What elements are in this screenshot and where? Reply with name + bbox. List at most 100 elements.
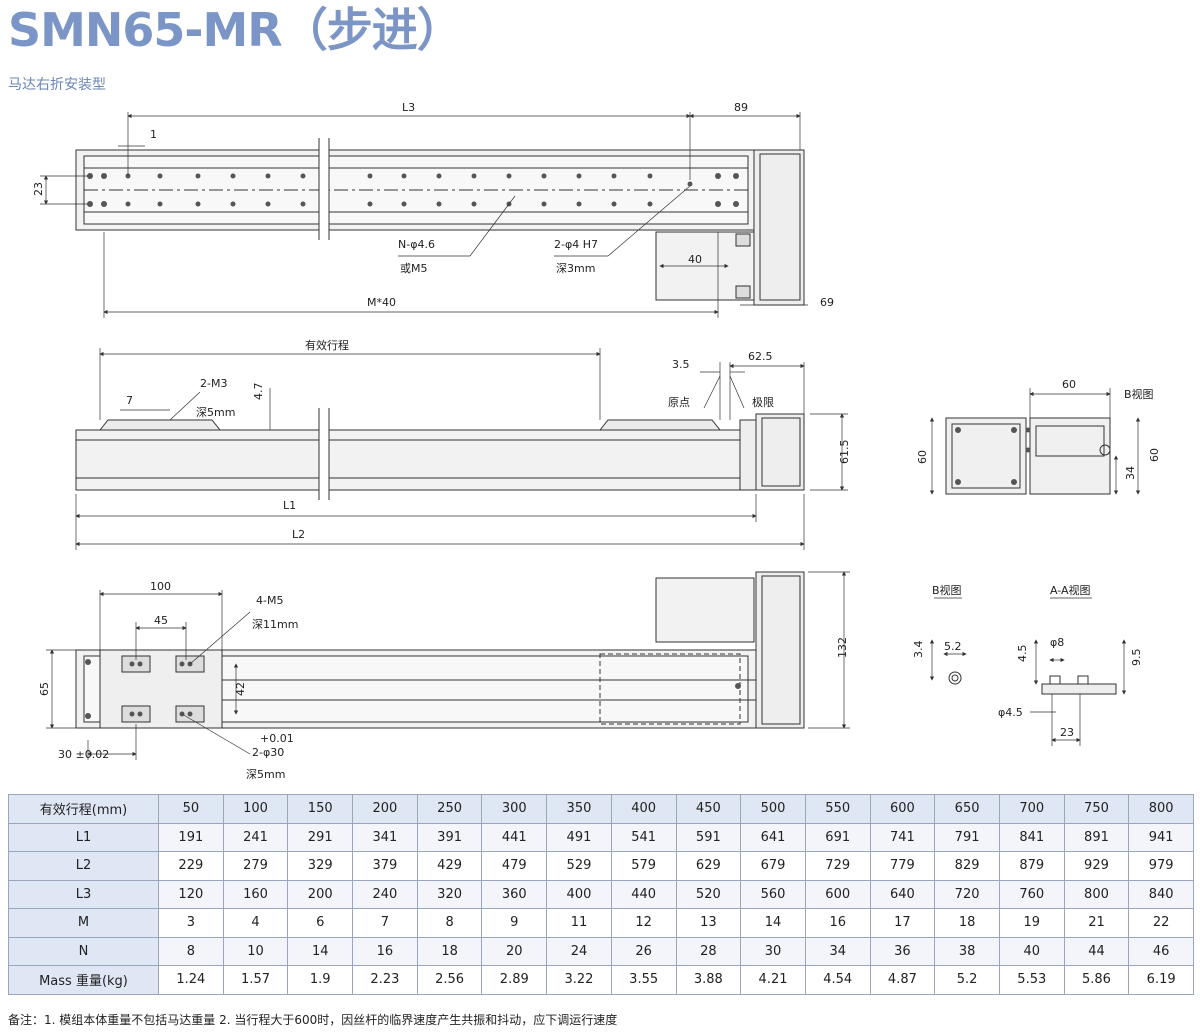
svg-text:M*40: M*40	[367, 296, 396, 309]
table-header-cell: 100	[222, 794, 289, 824]
table-cell: 8	[416, 908, 483, 938]
table-cell: 729	[804, 851, 871, 881]
svg-text:2-φ4 H7: 2-φ4 H7	[554, 238, 598, 251]
table-cell: 529	[546, 851, 612, 881]
page-title: SMN65-MR（步进）	[8, 3, 463, 57]
table-cell: 18	[934, 908, 1000, 938]
table-cell: 13	[675, 908, 742, 938]
table-cell: 20	[481, 936, 548, 966]
table-cell: 3	[158, 908, 224, 938]
table-cell: 429	[416, 851, 483, 881]
detail-views	[929, 597, 1127, 746]
table-cell: 12	[610, 908, 677, 938]
table-cell: 929	[1063, 851, 1130, 881]
table-cell: 3.88	[675, 965, 742, 995]
svg-text:34: 34	[1124, 466, 1137, 480]
svg-text:3.4: 3.4	[912, 641, 925, 659]
top-view-labels: L3 89 1 23 N-φ4.6 或M5 2-φ4 H7 深3mm 40 M*…	[32, 101, 834, 309]
table-header-cell: 150	[287, 794, 354, 824]
table-row-label: N	[8, 936, 159, 966]
table-cell: 18	[416, 936, 483, 966]
svg-text:1: 1	[150, 128, 157, 141]
table-cell: 3.22	[546, 965, 612, 995]
technical-drawing: L3 89 1 23 N-φ4.6 或M5 2-φ4 H7 深3mm 40 M*…	[32, 101, 1161, 781]
table-cell: 279	[222, 851, 289, 881]
table-cell: 329	[287, 851, 354, 881]
table-cell: 629	[675, 851, 742, 881]
svg-text:60: 60	[916, 450, 929, 464]
table-cell: 4	[222, 908, 289, 938]
svg-text:φ8: φ8	[1050, 636, 1064, 649]
svg-text:61.5: 61.5	[838, 440, 851, 465]
table-cell: 891	[1063, 822, 1130, 852]
svg-text:极限: 极限	[752, 395, 774, 409]
table-header-cell: 750	[1063, 794, 1130, 824]
table-cell: 479	[481, 851, 548, 881]
svg-text:3.5: 3.5	[672, 358, 690, 371]
table-cell: 44	[1063, 936, 1130, 966]
table-cell: 291	[287, 822, 354, 852]
table-cell: 200	[287, 879, 354, 909]
svg-text:深3mm: 深3mm	[556, 262, 595, 275]
table-cell: 241	[222, 822, 289, 852]
table-row-label: L1	[8, 822, 159, 852]
table-row-label: Mass 重量(kg)	[8, 965, 159, 995]
table-cell: 941	[1128, 822, 1194, 852]
table-header-cell: 600	[869, 794, 936, 824]
table-cell: 40	[998, 936, 1065, 966]
table-cell: 26	[610, 936, 677, 966]
svg-text:89: 89	[734, 101, 748, 114]
table-cell: 979	[1128, 851, 1194, 881]
svg-text:A-A视图: A-A视图	[1050, 583, 1091, 597]
svg-text:B视图: B视图	[932, 583, 962, 597]
table-header-cell: 450	[675, 794, 742, 824]
svg-text:7: 7	[126, 394, 133, 407]
table-header-cell: 650	[934, 794, 1000, 824]
table-cell: 829	[934, 851, 1000, 881]
table-header-cell: 50	[158, 794, 224, 824]
table-cell: 4.87	[869, 965, 936, 995]
svg-text:+0.01: +0.01	[260, 732, 294, 745]
table-cell: 691	[804, 822, 871, 852]
svg-text:B视图: B视图	[1124, 387, 1154, 401]
svg-text:深5mm: 深5mm	[246, 768, 285, 781]
table-cell: 21	[1063, 908, 1130, 938]
table-cell: 19	[998, 908, 1065, 938]
table-cell: 779	[869, 851, 936, 881]
detail-view-labels: B视图 A-A视图 3.4 5.2 4.5 φ8 9.5 φ4.5 23	[912, 583, 1143, 739]
table-cell: 10	[222, 936, 289, 966]
svg-text:23: 23	[32, 182, 45, 196]
table-cell: 46	[1128, 936, 1194, 966]
table-row-label: M	[8, 908, 159, 938]
svg-text:4-M5: 4-M5	[256, 594, 283, 607]
table-cell: 2.23	[352, 965, 418, 995]
table-cell: 491	[546, 822, 612, 852]
svg-text:有效行程: 有效行程	[305, 338, 349, 352]
table-header-cell: 800	[1128, 794, 1194, 824]
table-cell: 191	[158, 822, 224, 852]
table-cell: 840	[1128, 879, 1194, 909]
table-cell: 400	[546, 879, 612, 909]
table-cell: 520	[675, 879, 742, 909]
table-cell: 841	[998, 822, 1065, 852]
table-cell: 34	[804, 936, 871, 966]
table-cell: 1.9	[287, 965, 354, 995]
side-view	[75, 348, 848, 550]
svg-text:9.5: 9.5	[1130, 649, 1143, 667]
svg-text:N-φ4.6: N-φ4.6	[398, 238, 435, 251]
footnote: 备注：1. 模组本体重量不包括马达重量 2. 当行程大于600时，因丝杆的临界速…	[8, 1013, 618, 1027]
table-cell: 120	[158, 879, 224, 909]
table-cell: 17	[869, 908, 936, 938]
table-cell: 3.55	[610, 965, 677, 995]
top-view	[40, 112, 808, 318]
table-cell: 5.2	[934, 965, 1000, 995]
table-cell: 741	[869, 822, 936, 852]
svg-text:5.2: 5.2	[944, 640, 962, 653]
table-cell: 14	[740, 908, 806, 938]
table-cell: 320	[416, 879, 483, 909]
table-row-label: L3	[8, 879, 159, 909]
